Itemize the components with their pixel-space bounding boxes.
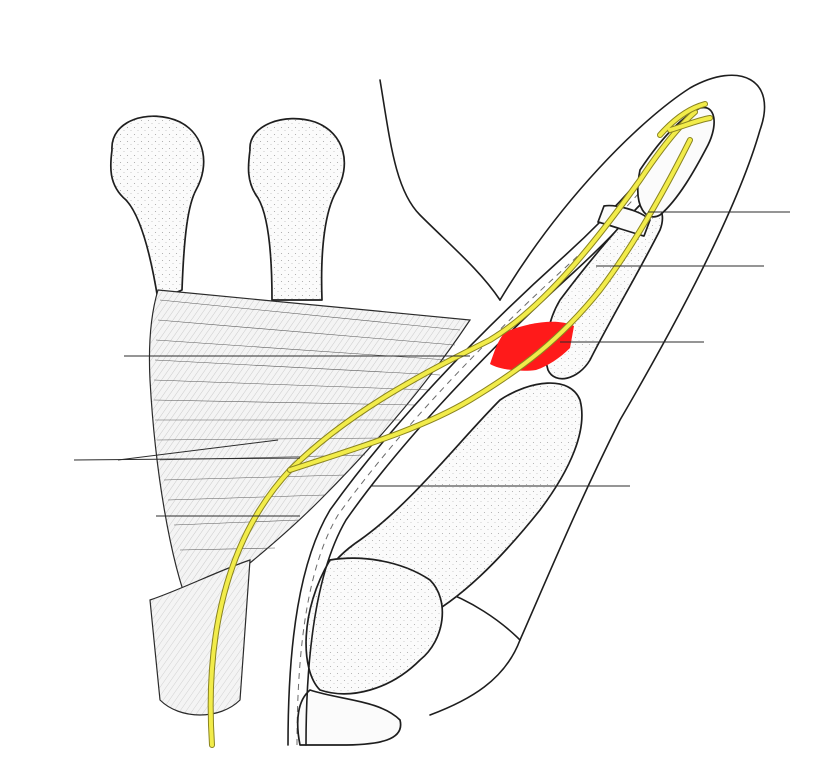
highlighted-structure: [490, 321, 574, 371]
digital-nerves: [207, 101, 713, 748]
nerve-branch-lateral: [288, 138, 692, 472]
middle-metacarpal-bone: [247, 117, 346, 301]
carpal-region: [149, 559, 251, 716]
nerve-tip-fork: [658, 102, 712, 137]
nerve-main-trunk: [208, 110, 697, 747]
scaphoid-bone: [296, 689, 402, 746]
leader-line-5a: [73, 457, 301, 461]
index-metacarpal-bone: [109, 115, 205, 301]
leader-lines: [73, 211, 790, 517]
trapezium-bone: [305, 557, 444, 695]
red-highlight-region: [490, 321, 574, 371]
leader-line-5b: [117, 439, 279, 461]
